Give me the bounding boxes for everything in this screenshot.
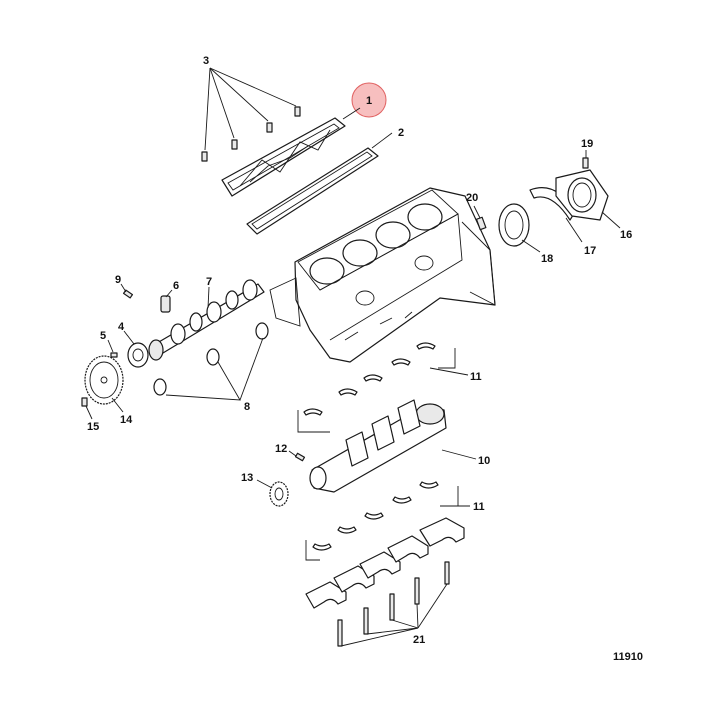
callout-6-label: 6 xyxy=(173,280,179,292)
callout-19[interactable]: 19 xyxy=(581,138,593,158)
callout-20[interactable]: 20 xyxy=(466,192,481,219)
callout-6[interactable]: 6 xyxy=(165,280,179,298)
callout-11b[interactable]: 11 xyxy=(452,501,485,513)
callout-7[interactable]: 7 xyxy=(206,276,212,309)
callout-4[interactable]: 4 xyxy=(118,321,135,345)
part-16-seal-housing xyxy=(555,169,609,221)
callout-4-label: 4 xyxy=(118,321,125,333)
callout-7-label: 7 xyxy=(206,276,212,288)
callout-11b-label: 11 xyxy=(473,501,485,513)
callout-14-label: 14 xyxy=(120,414,133,426)
part-14-cam-gear xyxy=(84,355,124,405)
callout-12-label: 12 xyxy=(275,443,287,455)
part-15-screw xyxy=(81,397,88,407)
callout-17-label: 17 xyxy=(584,245,596,257)
part-1-valley-cover xyxy=(221,117,346,197)
callout-2[interactable]: 2 xyxy=(371,127,404,149)
part-8-cam-bearings xyxy=(153,322,269,396)
part-17-gasket xyxy=(529,187,576,221)
callout-8[interactable]: 8 xyxy=(165,337,264,413)
part-19-screw xyxy=(582,157,589,169)
callout-16[interactable]: 16 xyxy=(601,211,632,241)
callout-16-label: 16 xyxy=(620,229,632,241)
callout-9[interactable]: 9 xyxy=(115,274,127,293)
callout-19-label: 19 xyxy=(581,138,593,150)
part-7-camshaft xyxy=(148,279,265,361)
callout-3[interactable]: 3 xyxy=(203,55,297,151)
callout-5[interactable]: 5 xyxy=(100,330,114,353)
callout-3-label: 3 xyxy=(203,55,209,67)
main-bearing-caps xyxy=(305,517,465,609)
callout-14[interactable]: 14 xyxy=(111,397,133,426)
callout-11a[interactable]: 11 xyxy=(429,367,482,383)
callout-1[interactable]: 1 xyxy=(342,82,387,120)
callout-15[interactable]: 15 xyxy=(85,405,99,433)
part-20-pin xyxy=(475,216,487,231)
part-3-screws xyxy=(201,106,301,162)
part-11-main-bearings-lower xyxy=(305,481,459,561)
part-18-rear-seal xyxy=(498,203,530,247)
callout-20-label: 20 xyxy=(466,192,478,204)
part-13-crank-gear xyxy=(269,481,289,507)
engine-block xyxy=(269,187,496,363)
callout-21-label: 21 xyxy=(413,634,425,646)
callout-10[interactable]: 10 xyxy=(441,449,490,467)
callout-10-label: 10 xyxy=(478,455,490,467)
part-4-thrust-plate xyxy=(127,342,149,368)
callout-15-label: 15 xyxy=(87,421,99,433)
callout-18-label: 18 xyxy=(541,253,553,265)
callout-13-label: 13 xyxy=(241,472,253,484)
callout-9-label: 9 xyxy=(115,274,121,286)
callout-1-label: 1 xyxy=(366,95,372,107)
callout-18[interactable]: 18 xyxy=(521,239,553,265)
part-9-key xyxy=(122,289,134,299)
diagram-number: 11910 xyxy=(613,651,643,663)
callout-11a-label: 11 xyxy=(470,371,482,383)
callout-8-label: 8 xyxy=(244,401,250,413)
part-11-main-bearings-upper xyxy=(297,342,456,433)
callout-17[interactable]: 17 xyxy=(565,217,596,257)
callout-12[interactable]: 12 xyxy=(275,443,297,457)
callout-21[interactable]: 21 xyxy=(340,583,448,647)
part-5-screw xyxy=(110,352,118,358)
part-2-gasket xyxy=(246,147,379,235)
part-12-key xyxy=(294,452,306,462)
part-10-crankshaft xyxy=(309,399,447,493)
callout-2-label: 2 xyxy=(398,127,404,139)
callout-13[interactable]: 13 xyxy=(241,472,273,489)
part-6-plug xyxy=(160,295,171,313)
callout-5-label: 5 xyxy=(100,330,106,342)
